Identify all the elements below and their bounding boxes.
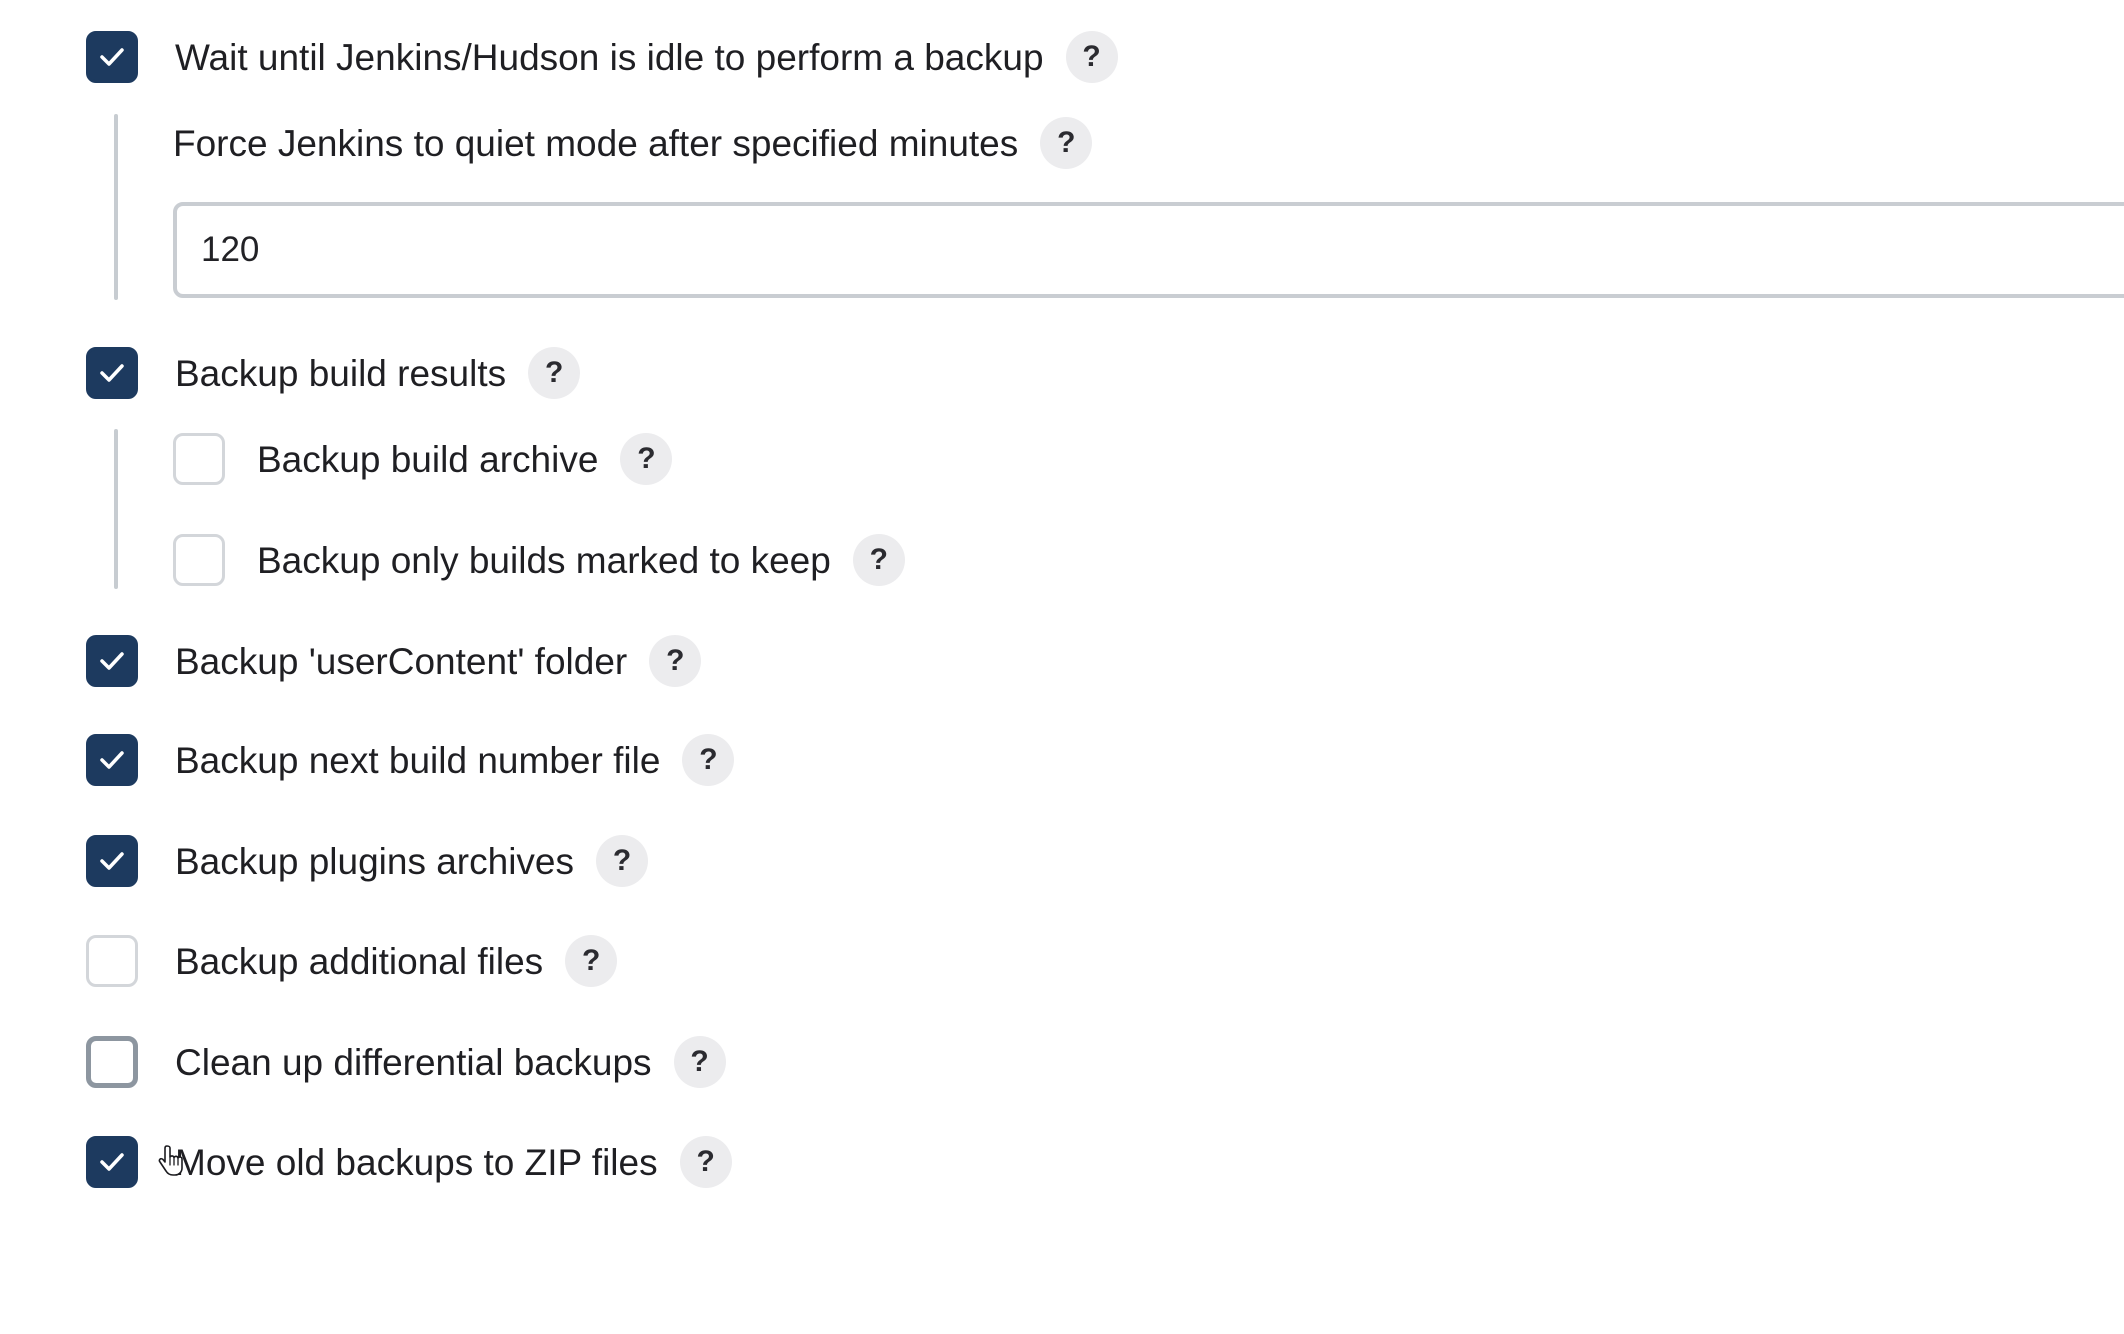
move-old-to-zip-checkbox[interactable] <box>86 1136 138 1188</box>
check-icon <box>100 48 124 66</box>
quiet-mode-label: Force Jenkins to quiet mode after specif… <box>173 122 1019 164</box>
backup-build-archive-label[interactable]: Backup build archive <box>257 438 599 480</box>
backup-build-results-checkbox[interactable] <box>86 347 138 399</box>
check-icon <box>100 1153 124 1171</box>
check-icon <box>100 852 124 870</box>
option-backup-builds-keep: Backup only builds marked to keep ? <box>173 530 905 590</box>
backup-additional-files-checkbox[interactable] <box>86 935 138 987</box>
backup-usercontent-help-icon[interactable]: ? <box>649 635 702 687</box>
backup-usercontent-label[interactable]: Backup 'userContent' folder <box>175 640 628 682</box>
option-backup-usercontent: Backup 'userContent' folder ? <box>86 631 702 691</box>
backup-plugins-archives-help-icon[interactable]: ? <box>596 835 648 887</box>
check-icon <box>100 364 124 382</box>
cleanup-differential-checkbox[interactable] <box>86 1036 138 1088</box>
cleanup-differential-label[interactable]: Clean up differential backups <box>175 1041 652 1083</box>
backup-build-archive-help-icon[interactable]: ? <box>620 433 673 485</box>
backup-builds-keep-label[interactable]: Backup only builds marked to keep <box>257 539 831 581</box>
backup-builds-keep-help-icon[interactable]: ? <box>852 534 905 586</box>
backup-plugins-archives-label[interactable]: Backup plugins archives <box>175 840 574 882</box>
wait-idle-help-icon[interactable]: ? <box>1065 31 1118 83</box>
backup-next-build-number-checkbox[interactable] <box>86 734 138 786</box>
quiet-mode-help-icon[interactable]: ? <box>1040 117 1093 169</box>
backup-build-archive-checkbox[interactable] <box>173 433 225 485</box>
backup-builds-keep-checkbox[interactable] <box>173 534 225 586</box>
quiet-mode-minutes-input[interactable] <box>173 202 2124 298</box>
option-cleanup-differential: Clean up differential backups ? <box>86 1032 726 1092</box>
check-icon <box>100 751 124 769</box>
backup-build-results-help-icon[interactable]: ? <box>528 347 581 399</box>
nested-indent-bar <box>114 429 118 589</box>
option-backup-plugins-archives: Backup plugins archives ? <box>86 831 648 891</box>
backup-additional-files-label[interactable]: Backup additional files <box>175 940 544 982</box>
option-backup-build-archive: Backup build archive ? <box>173 429 673 489</box>
check-icon <box>100 652 124 670</box>
nested-indent-bar <box>114 114 118 300</box>
option-move-old-to-zip: Move old backups to ZIP files ? <box>86 1132 732 1192</box>
backup-usercontent-checkbox[interactable] <box>86 635 138 687</box>
wait-idle-label[interactable]: Wait until Jenkins/Hudson is idle to per… <box>175 36 1044 78</box>
wait-idle-checkbox[interactable] <box>86 31 138 83</box>
hand-pointer-icon <box>158 1145 183 1176</box>
backup-additional-files-help-icon[interactable]: ? <box>565 935 618 987</box>
move-old-to-zip-help-icon[interactable]: ? <box>679 1136 732 1188</box>
option-backup-next-build-number: Backup next build number file ? <box>86 730 735 790</box>
backup-next-build-number-help-icon[interactable]: ? <box>682 734 735 786</box>
move-old-to-zip-label[interactable]: Move old backups to ZIP files <box>175 1141 658 1183</box>
backup-build-results-label[interactable]: Backup build results <box>175 352 507 394</box>
cleanup-differential-help-icon[interactable]: ? <box>673 1036 726 1088</box>
option-backup-additional-files: Backup additional files ? <box>86 931 618 991</box>
backup-next-build-number-label[interactable]: Backup next build number file <box>175 739 661 781</box>
option-backup-build-results: Backup build results ? <box>86 343 581 403</box>
quiet-mode-field-label: Force Jenkins to quiet mode after specif… <box>173 113 1093 173</box>
option-wait-idle: Wait until Jenkins/Hudson is idle to per… <box>86 27 1118 87</box>
backup-plugins-archives-checkbox[interactable] <box>86 835 138 887</box>
